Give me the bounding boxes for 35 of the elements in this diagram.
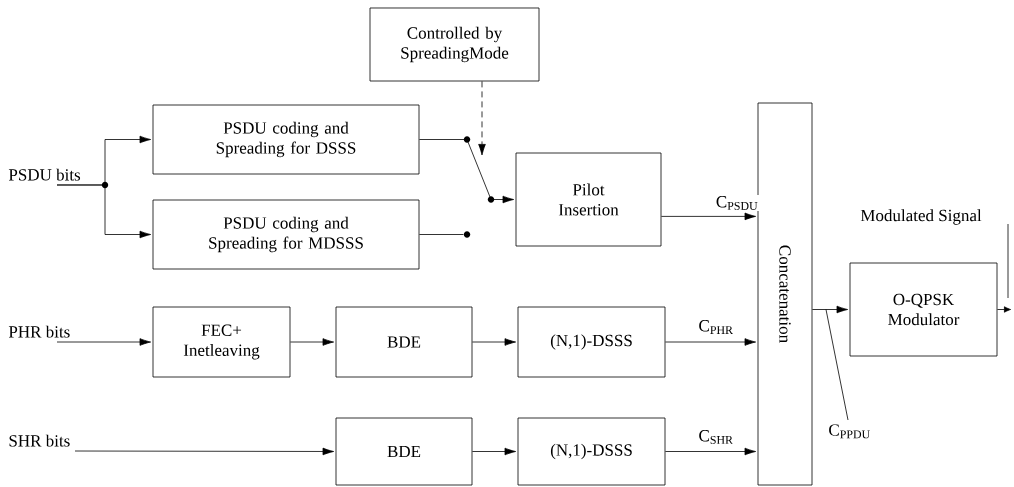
signal-label: C$_{PPDU}$ [829,424,870,439]
process-box: BDE [335,306,473,378]
arrow [665,338,756,346]
switch-contact [463,231,471,238]
arrow [661,212,756,221]
process-box: PSDU coding and Spreading for MDSSS [152,199,420,270]
process-box: (N,1)-DSSS [517,306,666,378]
process-box: FEC+ Inetleaving [152,306,291,378]
input-label: PSDU bits [8,168,81,181]
edge-label: C$_{SHR}$ [697,429,735,445]
output-label: Modulated Signal [860,209,982,225]
process-box: (N,1)-DSSS [517,417,666,486]
arrow [74,447,334,456]
arrow [812,305,848,314]
leader-line [825,309,849,421]
arrow [56,338,151,346]
arrow [472,447,516,456]
arrow [290,338,334,346]
arrow [56,184,151,239]
process-box: Pilot Insertion [515,152,662,247]
edge-label: C$_{PHR}$ [697,319,735,335]
process-box: O-QPSK Modulator [849,262,998,357]
process-box: PSDU coding and Spreading for DSSS [152,104,420,175]
arrow [997,306,1011,313]
input-label: PHR bits [8,325,70,338]
concatenation-bar: Concatenation [757,102,813,486]
arrow [472,338,516,346]
process-box: Controlled by SpreadingMode [369,7,540,82]
process-box: BDE [335,417,473,486]
input-label: SHR bits [9,434,70,447]
edge-label: C$_{PSDU}$ [714,195,760,211]
dashed-arrow [478,81,486,156]
arrow [665,447,756,456]
line [419,234,464,235]
arrow [419,139,514,204]
